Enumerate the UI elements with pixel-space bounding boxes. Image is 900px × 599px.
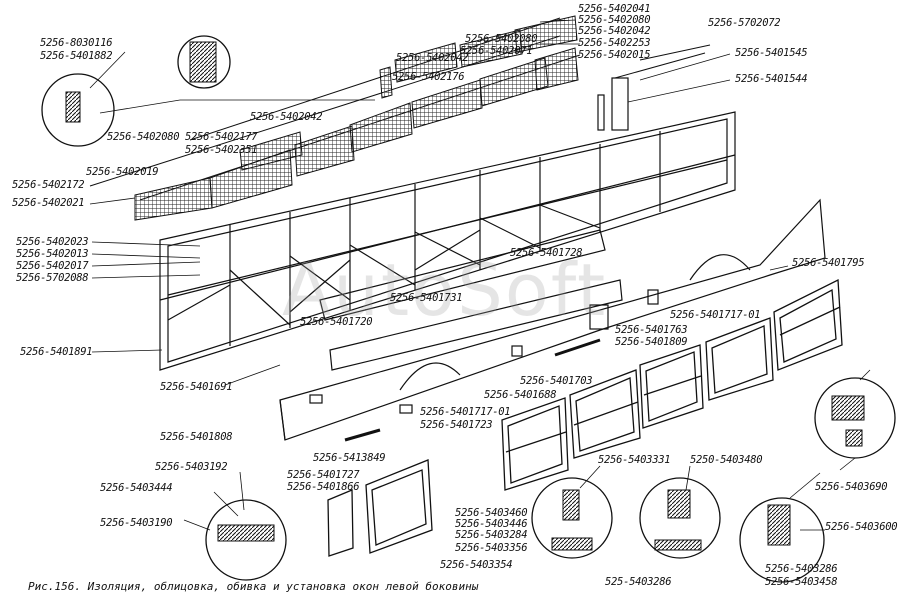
part-label: 5256-5402071 xyxy=(460,45,533,57)
part-label: 5256-5402019 xyxy=(86,166,159,178)
part-label: 5256-5401717-01 xyxy=(670,309,761,321)
part-label: 5256-5403286 xyxy=(765,563,838,575)
part-label: 5256-8030116 xyxy=(40,37,113,49)
part-label: 5256-5403446 xyxy=(455,518,528,530)
part-label: 5256-5402023 xyxy=(16,236,89,248)
part-label: 5256-5401763 xyxy=(615,324,688,336)
part-label: 5256-5403284 xyxy=(455,529,528,541)
watermark: AutoSoft xyxy=(282,248,608,332)
part-label: 5256-5402172 xyxy=(12,179,85,191)
part-label: 5256-5402176 xyxy=(392,71,465,83)
part-label: 525-5403286 xyxy=(605,576,672,588)
part-label: 5256-5402017 xyxy=(16,260,89,272)
part-label: 5256-5402042 xyxy=(396,52,469,64)
part-label: 5256-5401545 xyxy=(735,47,808,59)
detail-circles xyxy=(41,35,896,583)
part-label: 5256-5403192 xyxy=(155,461,228,473)
side-frame xyxy=(159,77,736,371)
part-label: 5256-5403444 xyxy=(100,482,173,494)
section-details xyxy=(65,41,865,551)
part-label: 5256-5702088 xyxy=(16,272,89,284)
part-label: 5256-5401891 xyxy=(20,346,93,358)
part-label: 5250-5403480 xyxy=(690,454,763,466)
part-label: 5256-5402041 xyxy=(578,3,651,15)
part-label: 5256-5401731 xyxy=(390,292,463,304)
part-label: 5256-5402080 xyxy=(465,33,538,45)
part-label: 5256-5402177 xyxy=(185,131,258,143)
part-label: 5256-5401728 xyxy=(510,247,583,259)
part-label: 5256-5403458 xyxy=(765,576,838,588)
leader-lines xyxy=(89,19,871,531)
part-label: 5256-5401809 xyxy=(615,336,688,348)
lower-cladding xyxy=(279,198,826,442)
part-label: 5256-5401688 xyxy=(484,389,557,401)
part-label: 5256-5402015 xyxy=(578,49,651,61)
part-label: 5256-5403690 xyxy=(815,481,888,493)
part-label: 5256-5402013 xyxy=(16,248,89,260)
figure-caption: Рис.156. Изоляция, облицовка, обивка и у… xyxy=(28,580,479,593)
part-label: 5256-5401723 xyxy=(420,419,493,431)
part-label: 5256-5403354 xyxy=(440,559,513,571)
part-label: 5256-5401866 xyxy=(287,481,360,493)
part-label: 5256-5401544 xyxy=(735,73,808,85)
part-label: 5256-5401795 xyxy=(792,257,865,269)
part-label: 5256-5402080 xyxy=(107,131,180,143)
part-label: 5256-5402080 xyxy=(578,14,651,26)
part-label: 5256-5403460 xyxy=(455,507,528,519)
part-label: 5256-5402042 xyxy=(250,111,323,123)
part-label: 5256-5403331 xyxy=(598,454,671,466)
part-label: 5256-5401882 xyxy=(40,50,113,62)
part-label: 5256-5401727 xyxy=(287,469,360,481)
part-label: 5256-5401717-01 xyxy=(420,406,511,418)
part-label: 5256-5403190 xyxy=(100,517,173,529)
window-frames xyxy=(327,278,843,557)
part-label: 5256-5401808 xyxy=(160,431,233,443)
part-label: 5256-5402351 xyxy=(185,144,258,156)
part-label: 5256-5401720 xyxy=(300,316,373,328)
part-label: 5256-5402253 xyxy=(578,37,651,49)
insulation-panels xyxy=(134,15,579,221)
part-label: 5256-5413849 xyxy=(313,452,386,464)
part-label: 5256-5402042 xyxy=(578,25,651,37)
part-label: 5256-5402021 xyxy=(12,197,85,209)
part-label: 5256-5403356 xyxy=(455,542,528,554)
part-label: 5256-5401691 xyxy=(160,381,233,393)
part-label: 5256-5401703 xyxy=(520,375,593,387)
part-label: 5256-5702072 xyxy=(708,17,781,29)
part-label: 5256-5403600 xyxy=(825,521,898,533)
